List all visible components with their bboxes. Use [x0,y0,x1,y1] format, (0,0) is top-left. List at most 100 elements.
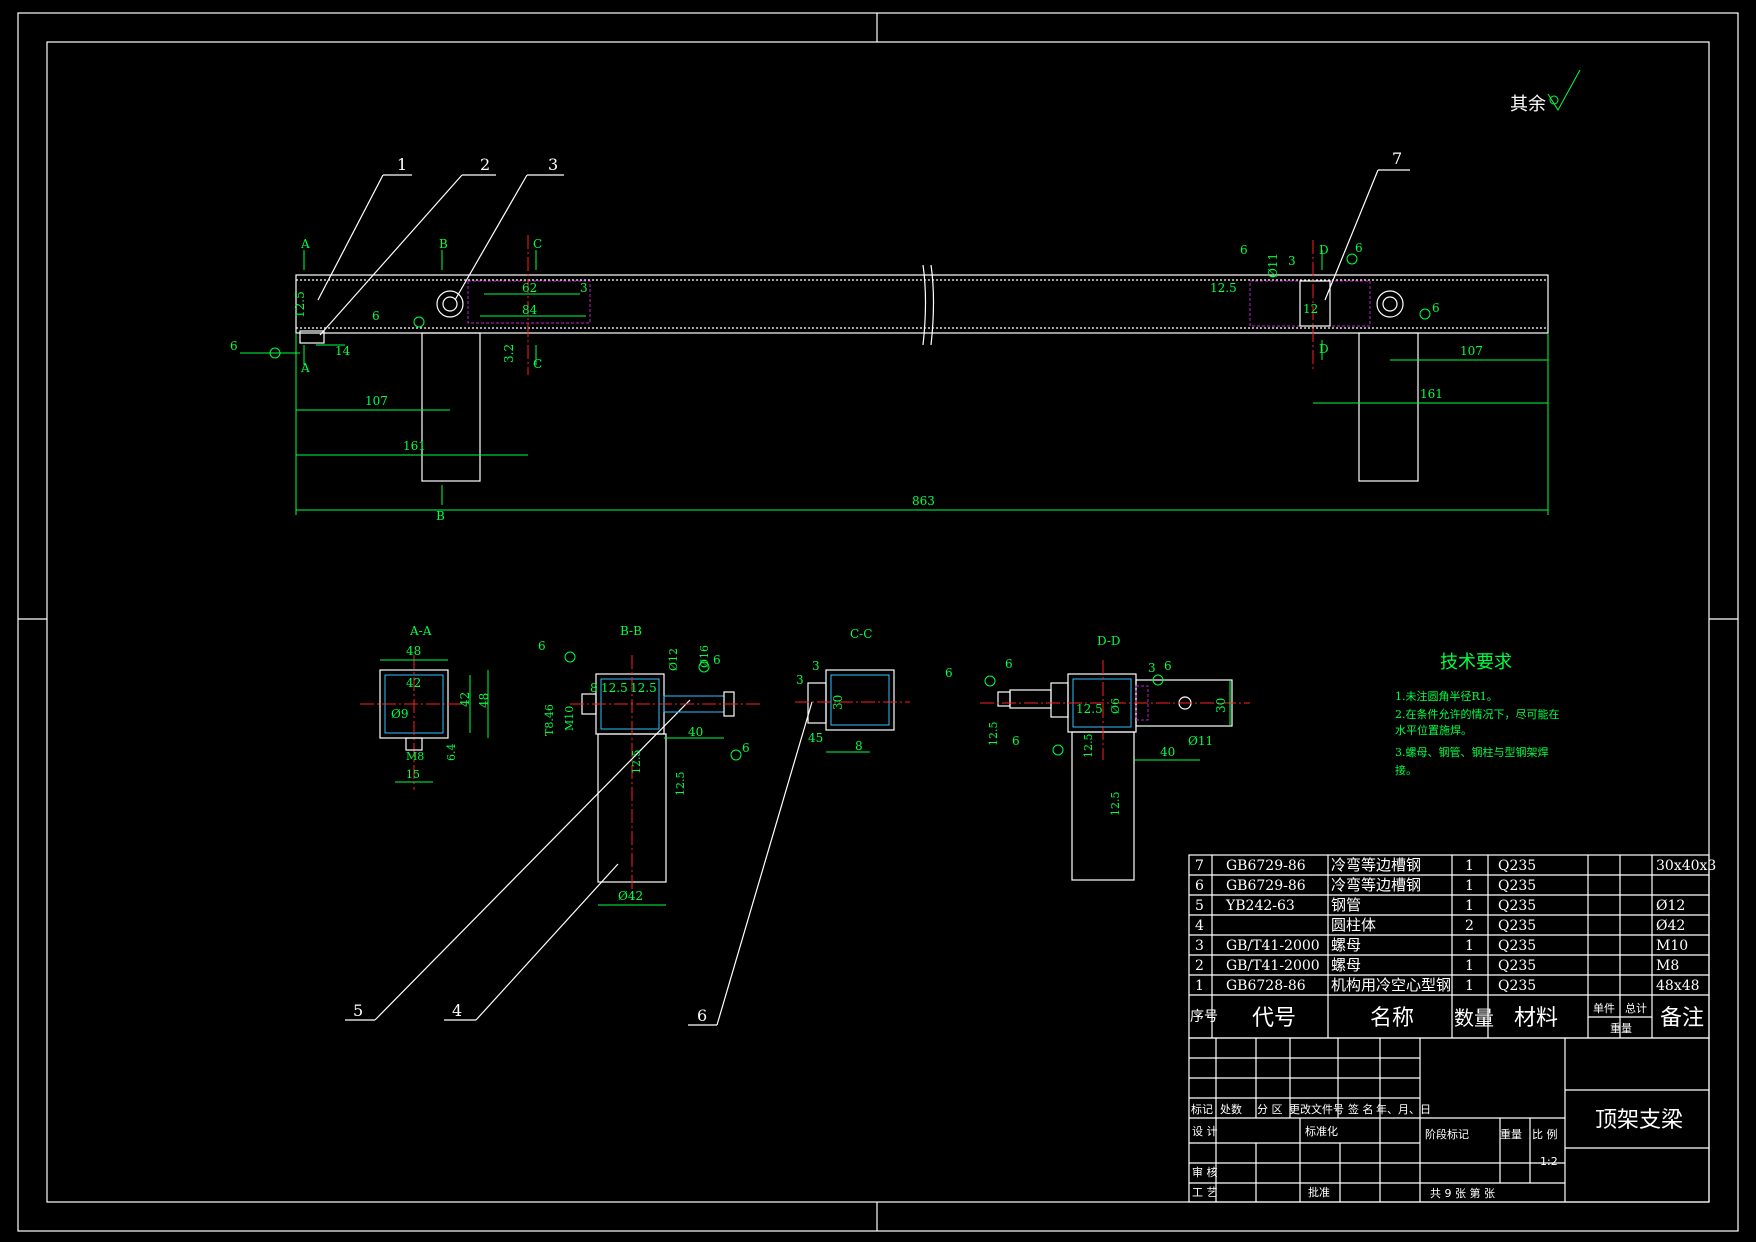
svg-text:Ø9: Ø9 [391,707,408,721]
right-column [1358,332,1419,482]
svg-text:12: 12 [1303,302,1318,316]
bom-cell-qty: 1 [1465,898,1474,914]
svg-text:单件: 单件 [1593,1002,1615,1015]
svg-text:3: 3 [580,281,588,295]
svg-text:84: 84 [522,303,538,317]
svg-text:C: C [533,357,542,371]
svg-text:B: B [436,509,445,523]
svg-text:Ø6: Ø6 [1109,698,1122,714]
title-block: 标记 处数 分 区 更改文件号 签 名 年、月、日 设 计 标准化 审 核 工 … [1188,1037,1710,1203]
bom-cell-mat: Q235 [1498,898,1536,914]
svg-text:12.5: 12.5 [674,772,687,797]
svg-text:40: 40 [688,725,703,739]
svg-text:12.5: 12.5 [987,722,1000,747]
bom-cell-no: 7 [1195,858,1204,874]
svg-text:1.未注圆角半径R1。: 1.未注圆角半径R1。 [1395,689,1498,703]
bom-cell-no: 2 [1195,958,1204,974]
small-nut [299,330,325,344]
bom-cell-name: 螺母 [1331,956,1361,974]
bom-cell-name: 钢管 [1331,896,1361,914]
bom-cell-qty: 1 [1465,858,1474,874]
bom-cell-qty: 1 [1465,978,1474,994]
svg-text:处数: 处数 [1220,1103,1242,1116]
svg-text:C: C [533,237,542,251]
svg-text:12.5: 12.5 [1082,734,1095,759]
svg-text:设 计: 设 计 [1192,1125,1218,1138]
hidden-pipe [467,280,591,324]
svg-text:T8.46: T8.46 [543,704,556,736]
svg-text:6: 6 [538,639,546,653]
svg-text:审 核: 审 核 [1192,1165,1218,1179]
bom-cell-name: 圆柱体 [1331,916,1376,934]
bom-cell-code: GB/T41-2000 [1226,938,1320,954]
svg-text:6: 6 [1240,243,1248,257]
balloon-3: 3 [548,155,558,174]
bom-cell-mat: Q235 [1498,958,1536,974]
section-c-c-title: C-C [850,627,872,641]
svg-text:12.5: 12.5 [1109,792,1122,817]
bom-cell-mat: Q235 [1498,858,1536,874]
nut-right [1376,290,1404,318]
bom-cell-no: 3 [1195,938,1204,954]
svg-text:水平位置施焊。: 水平位置施焊。 [1395,723,1472,737]
svg-text:Ø12: Ø12 [667,648,680,671]
bom-cell-no: 6 [1195,878,1204,894]
svg-text:Ø11: Ø11 [1188,734,1213,748]
svg-text:6: 6 [1432,301,1440,315]
nut-left [436,290,464,318]
svg-text:6: 6 [230,339,238,353]
svg-text:8: 8 [590,681,598,695]
bom-cell-name: 机构用冷空心型钢 [1331,976,1451,994]
svg-text:A: A [300,361,310,375]
svg-text:6: 6 [1355,241,1363,255]
balloon-7: 7 [1392,149,1402,168]
break-symbol [922,264,935,346]
balloons: 1 2 3 7 5 4 6 [317,149,1410,1026]
svg-text:B: B [439,237,448,251]
bom-cell-note: M8 [1656,958,1679,974]
bom-cell-code: GB/T41-2000 [1226,958,1320,974]
svg-text:序号: 序号 [1190,1009,1218,1025]
svg-text:Ø11: Ø11 [1266,253,1280,278]
svg-text:161: 161 [403,439,426,453]
svg-text:161: 161 [1420,387,1443,401]
svg-text:3.螺母、钢管、钢柱与型钢架焊: 3.螺母、钢管、钢柱与型钢架焊 [1395,745,1549,759]
bom-cell-note: 48x48 [1656,978,1700,994]
bom-cell-qty: 1 [1465,958,1474,974]
svg-text:批准: 批准 [1308,1185,1330,1199]
balloon-6: 6 [697,1006,707,1025]
svg-text:标准化: 标准化 [1305,1124,1338,1138]
svg-text:12.5: 12.5 [1210,281,1237,295]
svg-text:6: 6 [945,666,953,680]
bom-cell-name: 冷弯等边槽钢 [1331,876,1421,894]
svg-text:工 艺: 工 艺 [1192,1186,1218,1199]
svg-text:14: 14 [335,344,351,358]
svg-text:签 名: 签 名 [1348,1102,1374,1116]
main-view: A A B B C C D D 62 84 3 107 161 14 12.5 … [230,235,1549,523]
tech-requirements-title: 技术要求 [1440,652,1512,673]
svg-text:48: 48 [406,644,421,658]
svg-text:A: A [300,237,310,251]
svg-text:107: 107 [365,394,388,408]
left-column [421,332,481,482]
sheet-outer-frame [17,12,1739,1232]
bom-cell-no: 1 [1195,978,1204,994]
svg-text:1:2: 1:2 [1540,1155,1558,1168]
svg-text:62: 62 [522,281,537,295]
svg-text:6: 6 [1005,657,1013,671]
svg-text:共 9 张 第 张: 共 9 张 第 张 [1430,1186,1495,1200]
svg-text:标记: 标记 [1191,1102,1213,1116]
svg-text:6: 6 [372,309,380,323]
svg-text:3: 3 [796,673,804,687]
part-name: 顶架支梁 [1595,1108,1683,1133]
svg-text:863: 863 [912,494,935,508]
svg-text:2.在条件允许的情况下，尽可能在: 2.在条件允许的情况下，尽可能在 [1395,707,1560,721]
bom-cell-note: Ø42 [1656,918,1685,934]
svg-text:D: D [1319,243,1329,257]
beam-outline [295,274,1549,334]
svg-text:30: 30 [831,695,845,710]
svg-text:名称: 名称 [1370,1006,1414,1031]
svg-text:3: 3 [812,659,820,673]
svg-text:12.5: 12.5 [293,291,307,318]
